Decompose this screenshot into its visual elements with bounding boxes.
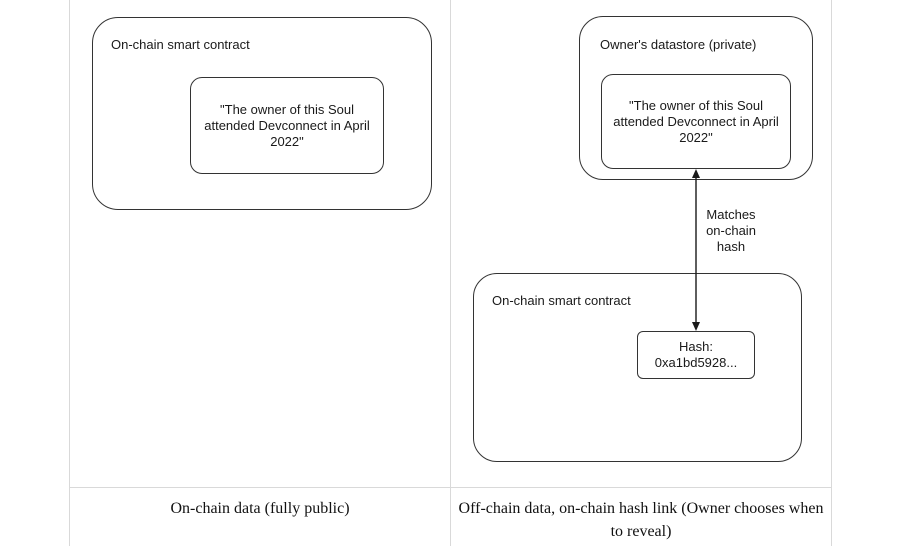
table-left-border xyxy=(69,0,70,546)
right-statement-text: "The owner of this Soul attended Devconn… xyxy=(613,97,779,145)
hash-box xyxy=(637,331,755,379)
hash-text: Hash: 0xa1bd5928... xyxy=(654,339,738,370)
left-smart-contract-label: On-chain smart contract xyxy=(111,37,250,52)
right-caption: Off-chain data, on-chain hash link (Owne… xyxy=(458,500,824,540)
right-statement-box xyxy=(601,74,791,169)
right-smart-contract-label: On-chain smart contract xyxy=(492,293,631,308)
arrow-label: Matches on-chain hash xyxy=(699,205,763,257)
left-caption: On-chain data (fully public) xyxy=(170,500,350,517)
left-statement-box xyxy=(190,77,384,174)
table-column-divider xyxy=(450,0,451,546)
table-right-border xyxy=(831,0,832,546)
left-statement-text: "The owner of this Soul attended Devconn… xyxy=(204,101,370,149)
owner-datastore-label: Owner's datastore (private) xyxy=(600,37,757,52)
table-row-divider xyxy=(69,487,832,488)
